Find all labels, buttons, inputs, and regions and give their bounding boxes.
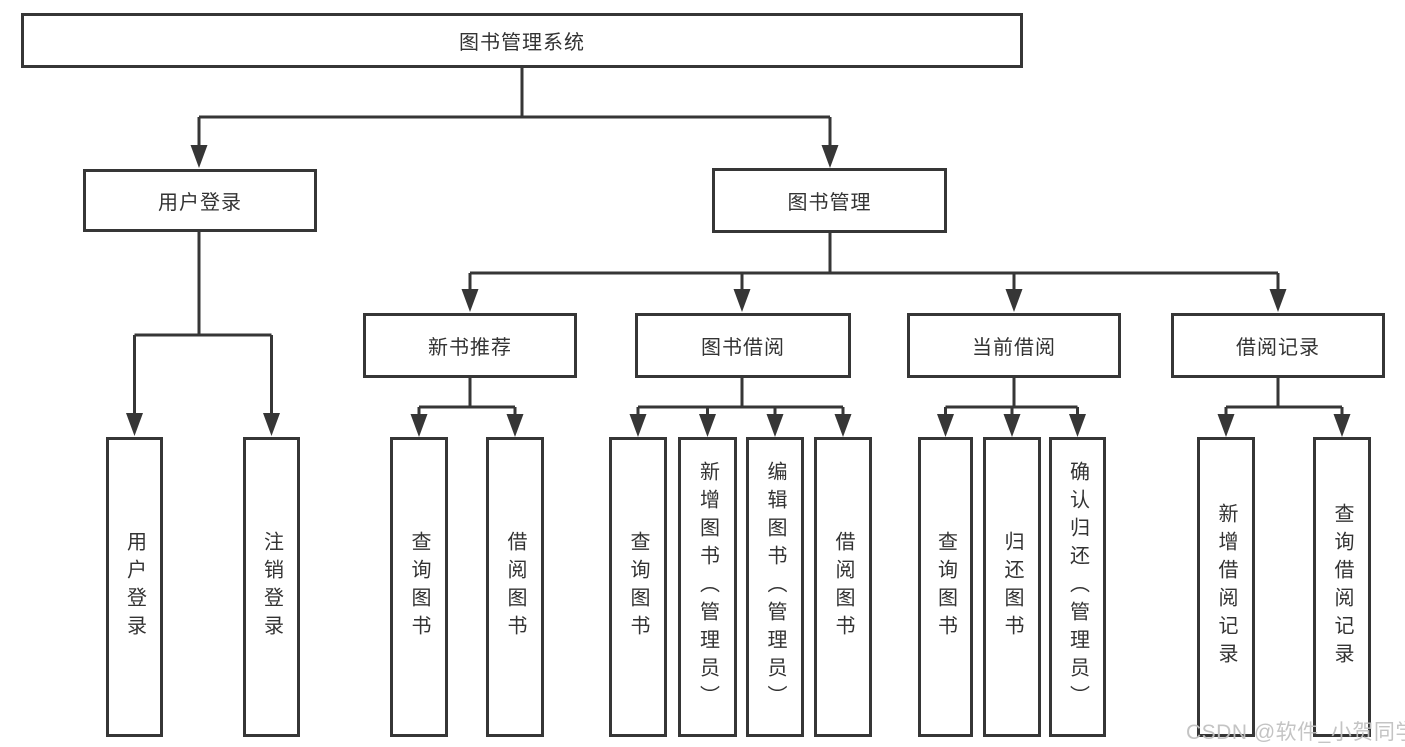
connector-line <box>468 233 1280 290</box>
leaf-query-books-borrow: 查询图书 <box>609 437 667 737</box>
node-label: 新增图书（管理员） <box>696 461 719 713</box>
arrow-down-icons <box>126 413 280 436</box>
node-label: 借阅记录 <box>1236 337 1320 359</box>
connector-line <box>636 378 845 415</box>
arrow-down-icons <box>461 289 1287 312</box>
arrow-down-icons <box>937 414 1086 437</box>
connector-line <box>133 232 273 414</box>
leaf-logout: 注销登录 <box>243 437 300 737</box>
node-label: 查询图书 <box>934 531 957 643</box>
node-label: 用户登录 <box>123 531 146 643</box>
node-book-borrow: 图书借阅 <box>635 313 851 378</box>
node-book-management: 图书管理 <box>712 168 947 233</box>
node-label: 当前借阅 <box>972 337 1056 359</box>
connector-book-mgmt-to-level3 <box>461 233 1287 312</box>
leaf-user-login: 用户登录 <box>106 437 163 737</box>
node-new-book-recommend: 新书推荐 <box>363 313 577 378</box>
node-label: 图书管理系统 <box>459 32 585 54</box>
leaf-query-borrow-record: 查询借阅记录 <box>1313 437 1371 737</box>
connector-root-to-level2 <box>190 68 839 168</box>
arrow-down-icons <box>1217 414 1351 437</box>
node-label: 借阅图书 <box>832 531 854 643</box>
leaf-edit-book-admin: 编辑图书（管理员） <box>746 437 804 737</box>
leaf-add-book-admin: 新增图书（管理员） <box>678 437 737 737</box>
node-label: 用户登录 <box>158 192 242 214</box>
node-label: 借阅图书 <box>504 531 526 643</box>
csdn-watermark: CSDN @软件_小贺同学 <box>1186 721 1405 744</box>
node-label: 图书管理 <box>787 192 872 214</box>
node-current-borrow: 当前借阅 <box>907 313 1121 378</box>
arrow-down-icons <box>410 414 524 437</box>
arrow-down-icons <box>190 145 839 168</box>
connector-user-login-to-leaves <box>126 232 280 436</box>
leaf-query-books-recommend: 查询图书 <box>390 437 448 737</box>
connector-current-borrow-to-leaves <box>937 378 1086 437</box>
leaf-query-books-current: 查询图书 <box>918 437 973 737</box>
node-label: 编辑图书（管理员） <box>764 461 786 713</box>
connector-new-book-to-leaves <box>410 378 524 437</box>
leaf-add-borrow-record: 新增借阅记录 <box>1197 437 1255 737</box>
leaf-borrow-books: 借阅图书 <box>814 437 872 737</box>
node-library-system: 图书管理系统 <box>21 13 1023 68</box>
leaf-return-books: 归还图书 <box>983 437 1041 737</box>
leaf-borrow-books-recommend: 借阅图书 <box>486 437 544 737</box>
node-user-login: 用户登录 <box>83 169 317 232</box>
connector-borrow-record-to-leaves <box>1217 378 1351 437</box>
node-label: 归还图书 <box>1001 531 1023 643</box>
node-label: 新增借阅记录 <box>1215 503 1237 671</box>
node-label: 查询图书 <box>408 531 430 643</box>
node-label: 查询借阅记录 <box>1331 503 1353 671</box>
node-borrow-records: 借阅记录 <box>1171 313 1385 378</box>
connector-line <box>1224 378 1344 415</box>
connector-line <box>417 378 517 415</box>
connector-line <box>197 68 832 146</box>
node-label: 图书借阅 <box>701 337 785 359</box>
node-label: 确认归还（管理员） <box>1066 461 1089 713</box>
connector-book-borrow-to-leaves <box>629 378 852 437</box>
leaf-confirm-return-admin: 确认归还（管理员） <box>1049 437 1106 737</box>
node-label: 注销登录 <box>260 531 283 643</box>
node-label: 新书推荐 <box>428 337 512 359</box>
node-label: 查询图书 <box>627 531 649 643</box>
connector-line <box>944 378 1079 415</box>
arrow-down-icons <box>629 414 852 437</box>
